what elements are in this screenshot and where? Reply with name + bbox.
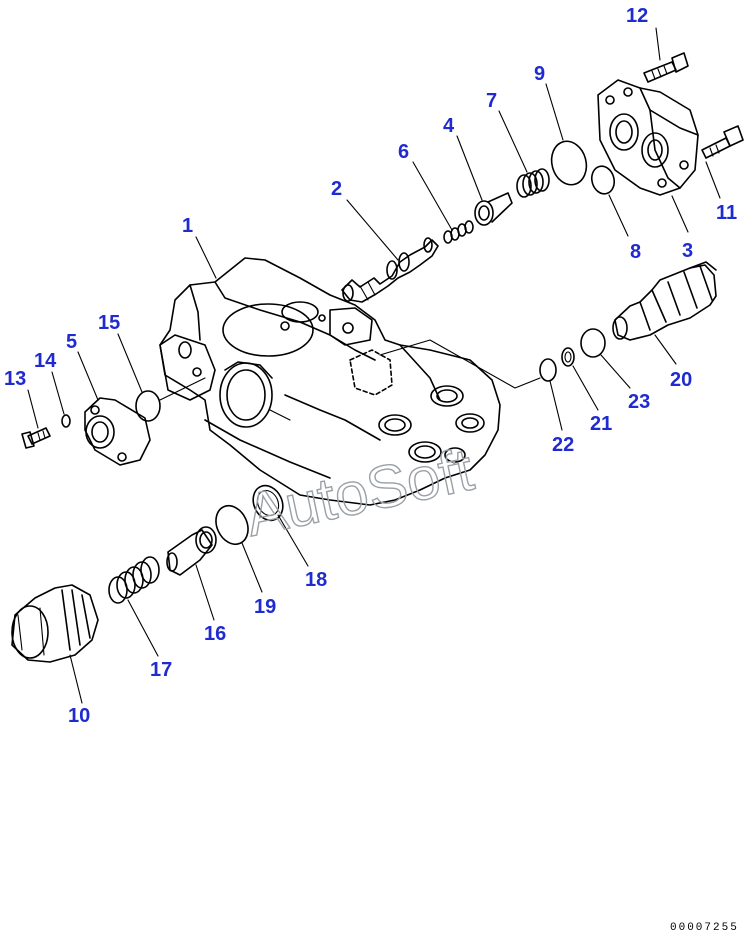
- spring-7: [516, 168, 550, 198]
- o-ring-9: [550, 140, 588, 186]
- o-ring-21: [561, 347, 575, 367]
- piston: [474, 192, 513, 226]
- o-ring-21-inner: [564, 351, 572, 363]
- callout-8: 8: [630, 241, 641, 263]
- o-ring-18: [252, 484, 284, 522]
- callout-9: 9: [534, 63, 545, 85]
- o-ring-19: [215, 504, 249, 546]
- piston-16: [166, 526, 217, 576]
- spring-17: [108, 556, 160, 604]
- o-ring-18-inner: [256, 489, 280, 517]
- callouts: 1 2 3 4 5 6 7 8 9 10 11 12 13 14 15 16 1…: [4, 5, 737, 727]
- cover: [597, 79, 699, 196]
- watermark: AutoSoft: [240, 436, 479, 549]
- o-ring-22: [539, 358, 557, 382]
- o-ring-15: [135, 390, 161, 422]
- o-ring-23: [580, 328, 606, 358]
- callout-16: 16: [204, 623, 226, 645]
- callout-6: 6: [398, 141, 409, 163]
- callout-15: 15: [98, 312, 120, 334]
- small-spring: [443, 220, 474, 244]
- callout-2: 2: [331, 178, 342, 200]
- callout-22: 22: [552, 434, 574, 456]
- callout-18: 18: [305, 569, 327, 591]
- bolt-13: [21, 427, 51, 449]
- bolt-11: [701, 125, 744, 159]
- callout-1: 1: [182, 215, 193, 237]
- callout-4: 4: [443, 115, 455, 137]
- callout-7: 7: [486, 90, 497, 112]
- callout-3: 3: [682, 240, 693, 262]
- bolt-12: [643, 52, 689, 83]
- washer-14: [61, 414, 71, 428]
- callout-23: 23: [628, 391, 650, 413]
- callout-21: 21: [590, 413, 612, 435]
- callout-14: 14: [34, 350, 57, 372]
- callout-10: 10: [68, 705, 90, 727]
- valve-body: [159, 257, 541, 506]
- leader-15: [159, 377, 206, 401]
- spool: [341, 237, 439, 303]
- callout-19: 19: [254, 596, 276, 618]
- leader-lines: [27, 27, 721, 704]
- callout-13: 13: [4, 368, 26, 390]
- callout-5: 5: [66, 331, 77, 353]
- callout-20: 20: [670, 369, 692, 391]
- callout-17: 17: [150, 659, 172, 681]
- drawing-code: 00007255: [670, 922, 739, 934]
- callout-12: 12: [626, 5, 648, 27]
- plug-10: [11, 584, 99, 663]
- o-ring-8: [590, 165, 616, 195]
- callout-11: 11: [716, 202, 737, 224]
- relief-valve: [612, 261, 717, 341]
- cap-5: [84, 397, 151, 466]
